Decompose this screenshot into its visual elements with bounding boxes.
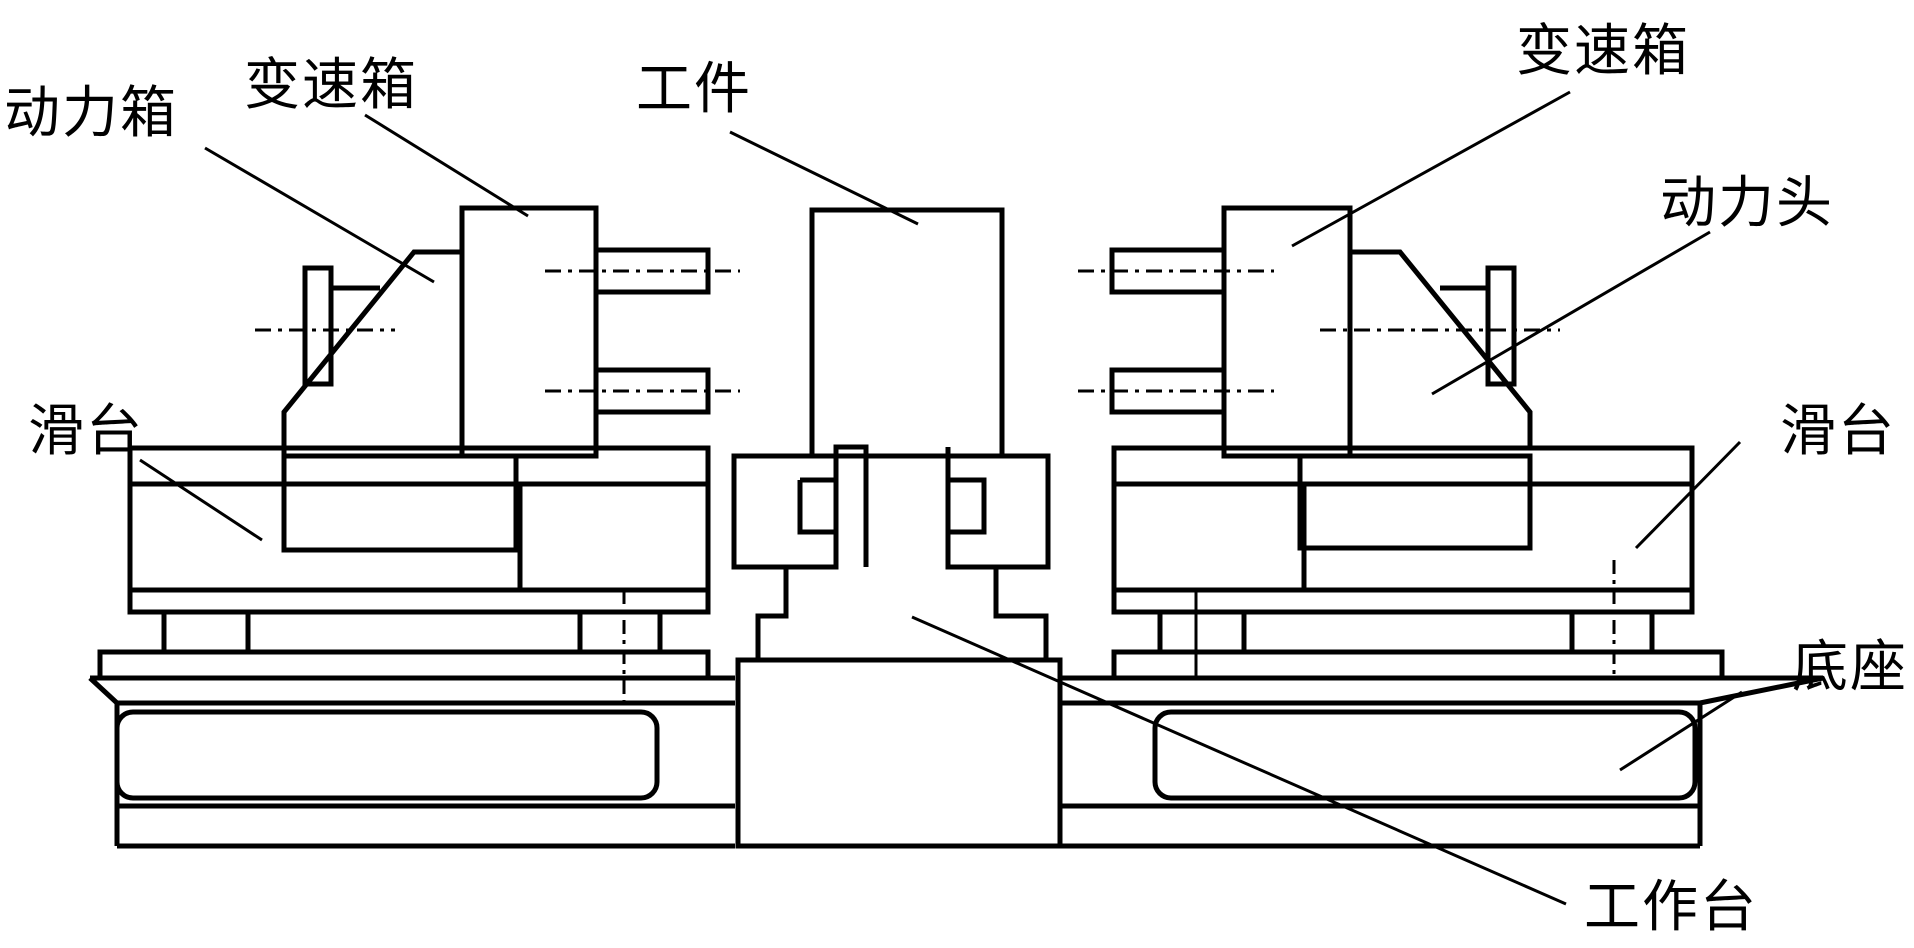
right-power-unit xyxy=(1078,205,1560,551)
workpiece-body xyxy=(809,207,1005,459)
label-slide-right: 滑台 xyxy=(1780,399,1896,464)
label-gearbox-right: 变速箱 xyxy=(1516,19,1690,84)
slide-right-body xyxy=(1111,445,1725,681)
left-power-unit xyxy=(255,205,740,553)
label-power-head: 动力头 xyxy=(1660,171,1834,236)
base-left xyxy=(88,675,735,849)
label-gearbox-left: 变速箱 xyxy=(244,53,418,118)
label-base: 底座 xyxy=(1792,635,1908,700)
slide-left-body xyxy=(97,445,711,712)
worktable-body xyxy=(731,444,1063,849)
label-workpiece: 工件 xyxy=(636,57,752,122)
label-worktable: 工作台 xyxy=(1584,875,1758,940)
base-right xyxy=(1062,675,1824,849)
label-slide-left: 滑台 xyxy=(28,399,144,464)
label-power-box: 动力箱 xyxy=(4,81,178,146)
leader-lines xyxy=(139,90,1743,906)
